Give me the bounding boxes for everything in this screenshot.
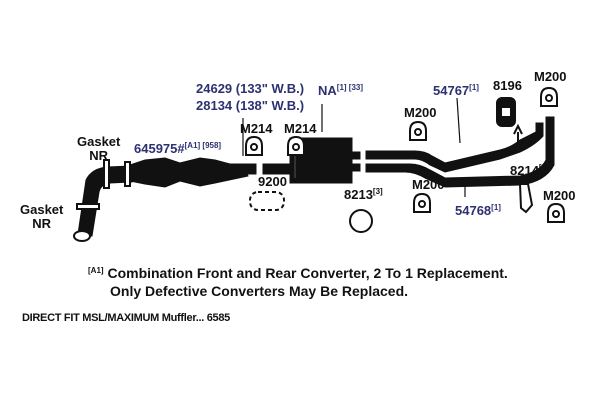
muffler-part: NA <box>318 83 337 98</box>
label-clamp-bottom-right: M200 <box>543 188 576 203</box>
label-clamp-8213: 8213[3] <box>344 188 383 202</box>
catalytic-converter <box>129 157 249 188</box>
gasket-lower-text: Gasket <box>20 202 64 217</box>
direct-fit-note: DIRECT FIT MSL/MAXIMUM Muffler... 6585 <box>22 312 231 324</box>
label-clamp-lower-mid: M200 <box>412 177 445 192</box>
hanger-8214-icon <box>518 183 534 214</box>
tailpipe-upper-part: 54767 <box>433 83 470 98</box>
label-clamp-upper-mid: M200 <box>404 105 437 120</box>
converter-mount <box>124 161 131 187</box>
label-hanger-8214: 8214[3] <box>510 164 549 178</box>
clamp-8213-icon <box>349 209 373 233</box>
intermediate-pipe <box>262 163 294 175</box>
hanger-8214-part: 8214 <box>510 163 539 178</box>
label-clamp-top-right: M200 <box>534 69 567 84</box>
clamp-m214-right-icon <box>287 135 305 156</box>
footnote-marker: [A1] <box>88 266 104 275</box>
tailpipe-lower-part: 54768 <box>455 203 492 218</box>
gasket-flange-lower <box>76 203 100 210</box>
clamp-m200-top-right-icon <box>540 86 558 107</box>
intermediate-pipe-9200 <box>221 163 257 175</box>
front-flange <box>73 230 91 242</box>
clamp-m200-bottom-right-icon <box>547 202 565 223</box>
gasket-upper-text: Gasket <box>77 134 121 149</box>
tailpipe-upper-footnote: [1] <box>469 83 479 92</box>
footnote-line-2: Only Defective Converters May Be Replace… <box>110 283 409 299</box>
tailpipe-lower-footnote: [1] <box>491 203 501 212</box>
label-pipe-24629: 24629 (133" W.B.) <box>196 81 305 96</box>
label-pipe-9200: 9200 <box>258 174 287 189</box>
tailpipe-hanger-rod <box>513 123 523 153</box>
gasket-upper-nr: NR <box>89 148 109 163</box>
clamp-8213-footnote: [3] <box>372 187 383 196</box>
footnote-text-1: Combination Front and Rear Converter, 2 … <box>107 265 508 281</box>
label-muffler: NA[1] [33] <box>318 84 363 98</box>
converter-footnote: [A1] [958] <box>184 141 222 150</box>
clamp-m200-upper-mid-icon <box>409 120 427 141</box>
label-tailpipe-upper: 54767[1] <box>433 84 479 98</box>
gasket-flange-upper <box>103 159 110 189</box>
label-clamp-m214-right: M214 <box>284 121 317 136</box>
clamp-8213-part: 8213 <box>344 187 373 202</box>
gasket-lower-nr: NR <box>32 216 52 231</box>
muffler-footnote: [1] [33] <box>336 83 364 92</box>
label-converter: 645975#[A1] [958] <box>134 142 221 156</box>
clamp-m214-left-icon <box>245 135 263 156</box>
clamp-m200-lower-mid-icon <box>413 192 431 213</box>
label-tailpipe-lower: 54768[1] <box>455 204 501 218</box>
pipe-9200-outline <box>249 191 285 211</box>
label-pipe-28134: 28134 (138" W.B.) <box>196 98 305 113</box>
front-pipe-elbow <box>77 165 133 237</box>
tailpipe-lower <box>365 116 555 188</box>
footnote-line-1: [A1] Combination Front and Rear Converte… <box>88 265 508 281</box>
hanger-8214-footnote: [3] <box>538 163 549 172</box>
tailpipe-upper <box>365 122 544 173</box>
label-clamp-m214-left: M214 <box>240 121 273 136</box>
label-hanger-8196: 8196 <box>493 78 522 93</box>
converter-part: 645975# <box>134 141 185 156</box>
